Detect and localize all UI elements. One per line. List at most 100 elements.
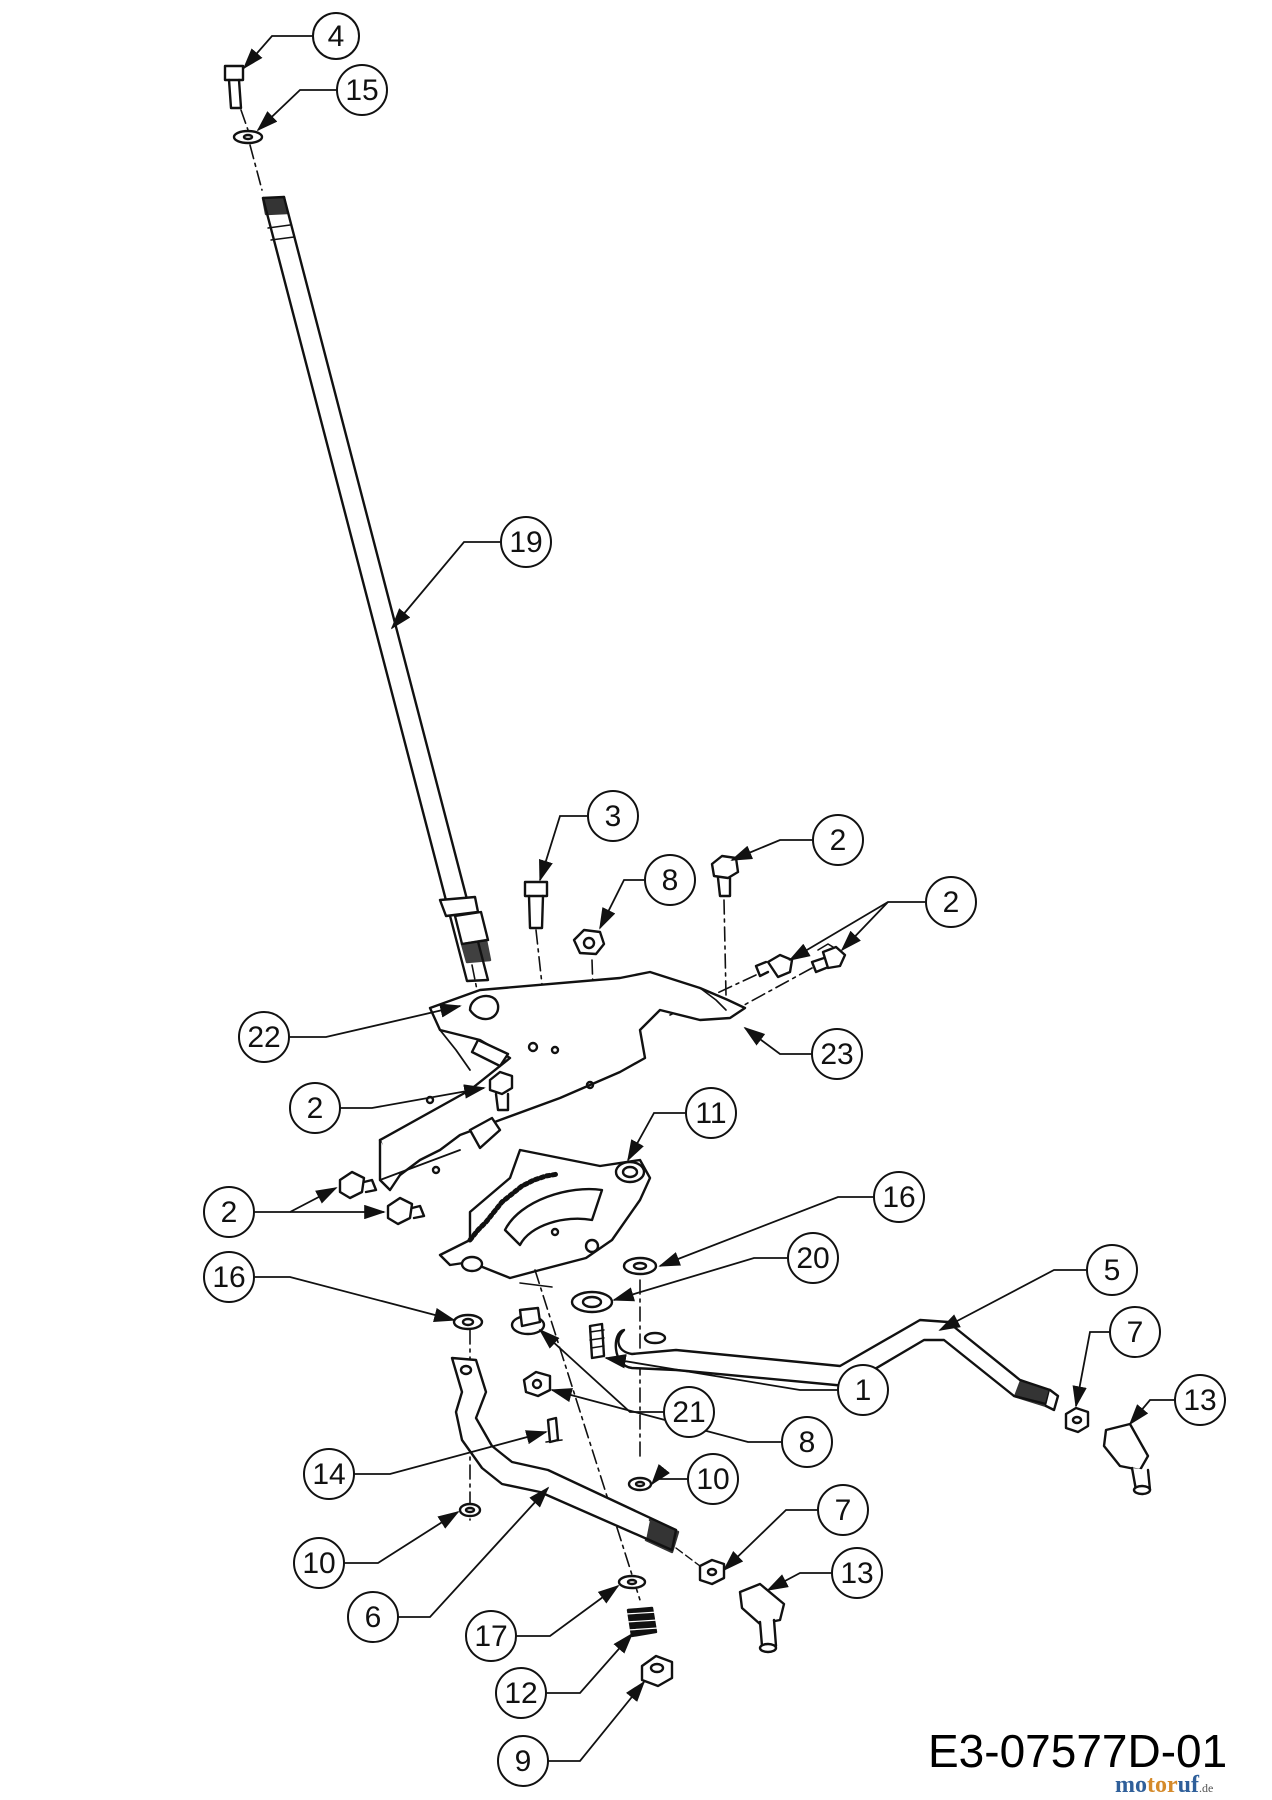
leader-7b: [722, 1509, 818, 1572]
svg-text:13: 13: [1183, 1384, 1216, 1417]
leader-16a: [658, 1196, 874, 1267]
leader-10b: [650, 1464, 688, 1486]
callout-1: 1: [837, 1364, 889, 1416]
part-nut-8-lower: [522, 1370, 552, 1398]
leader-20: [612, 1257, 788, 1302]
svg-text:2: 2: [943, 886, 960, 919]
svg-text:13: 13: [840, 1557, 873, 1590]
callout-9: 9: [497, 1735, 549, 1787]
part-bushing-20: [570, 1290, 614, 1314]
svg-text:5: 5: [1104, 1254, 1121, 1287]
leader-23: [743, 1026, 812, 1055]
svg-text:3: 3: [605, 800, 622, 833]
part-bolt-2-bracket: [488, 1070, 514, 1112]
leader-5: [938, 1269, 1087, 1331]
leader-13a: [1128, 1399, 1176, 1426]
part-steering-shaft-19: [261, 195, 492, 983]
svg-text:10: 10: [696, 1463, 729, 1496]
svg-text:4: 4: [328, 20, 345, 53]
callout-22: 22: [238, 1011, 290, 1063]
part-washer-16-left: [452, 1313, 484, 1331]
part-washer-10-right: [627, 1476, 653, 1492]
callout-13-right: 13: [1174, 1374, 1226, 1426]
svg-text:7: 7: [835, 1494, 852, 1527]
leader-13b: [766, 1572, 832, 1591]
svg-text:12: 12: [504, 1677, 537, 1710]
callout-8-lower: 8: [781, 1416, 833, 1468]
leader-15: [256, 89, 337, 132]
part-bolts-2-left: [338, 1170, 426, 1226]
svg-text:8: 8: [662, 864, 679, 897]
leader-2d-1: [254, 1187, 338, 1213]
part-nut-9: [640, 1654, 674, 1688]
leader-2c: [340, 1084, 486, 1109]
callout-23: 23: [811, 1028, 863, 1080]
callout-17: 17: [465, 1610, 517, 1662]
svg-text:22: 22: [247, 1021, 280, 1054]
callout-16-left: 16: [203, 1251, 255, 1303]
svg-text:7: 7: [1127, 1316, 1144, 1349]
part-bracket-plate-22-23: [378, 970, 747, 1192]
part-nut-7-right: [1064, 1406, 1090, 1434]
part-washer-15: [232, 129, 264, 145]
callout-7-lower: 7: [817, 1484, 869, 1536]
svg-text:1: 1: [855, 1374, 872, 1407]
leader-2b-1: [788, 901, 925, 961]
callout-13-lower: 13: [831, 1547, 883, 1599]
callout-14: 14: [303, 1448, 355, 1500]
leader-3: [539, 815, 587, 882]
svg-text:2: 2: [221, 1196, 238, 1229]
callout-16-right: 16: [873, 1171, 925, 1223]
callout-8-upper: 8: [644, 854, 696, 906]
callout-6: 6: [347, 1591, 399, 1643]
part-drag-link-6: [450, 1356, 680, 1554]
leader-21: [538, 1328, 664, 1413]
drawing-code: E3-07577D-01: [928, 1725, 1228, 1777]
part-bolt-14: [545, 1416, 563, 1444]
svg-text:16: 16: [212, 1261, 245, 1294]
part-drag-link-5: [614, 1318, 1060, 1412]
svg-text:9: 9: [515, 1745, 532, 1778]
callout-4: 4: [312, 12, 360, 60]
part-pinion-12: [625, 1606, 659, 1638]
part-sector-gear-11: [438, 1148, 652, 1288]
callout-11: 11: [685, 1087, 737, 1139]
part-washer-16-right: [622, 1256, 658, 1276]
leader-8a: [599, 879, 644, 930]
leader-4: [242, 35, 313, 70]
leader-9: [548, 1680, 646, 1762]
callout-20: 20: [787, 1232, 839, 1284]
watermark-logo: motoruf.de: [1115, 1772, 1214, 1798]
part-bolt-1: [588, 1322, 606, 1360]
callout-7-right: 7: [1109, 1306, 1161, 1358]
leader-16b: [254, 1276, 456, 1322]
callout-5: 5: [1086, 1244, 1138, 1296]
callout-10-right: 10: [687, 1453, 739, 1505]
part-bolt-4: [223, 64, 245, 110]
callout-2-upper: 2: [812, 814, 864, 866]
svg-text:16: 16: [882, 1181, 915, 1214]
part-nut-7-lower: [698, 1558, 726, 1586]
svg-text:2: 2: [307, 1092, 324, 1125]
svg-text:17: 17: [474, 1620, 507, 1653]
part-bushing-21: [510, 1306, 546, 1336]
svg-text:6: 6: [365, 1601, 382, 1634]
leader-17: [516, 1584, 620, 1637]
leader-14: [354, 1430, 548, 1475]
callout-10-left: 10: [293, 1537, 345, 1589]
svg-text:15: 15: [345, 74, 378, 107]
svg-text:21: 21: [672, 1396, 705, 1429]
leader-6: [398, 1486, 550, 1618]
leader-7a: [1072, 1331, 1110, 1408]
part-ball-joint-13-right: [1102, 1422, 1152, 1496]
leader-1: [604, 1354, 838, 1391]
svg-text:2: 2: [830, 824, 847, 857]
callout-2-right: 2: [925, 876, 977, 928]
svg-text:23: 23: [820, 1038, 853, 1071]
svg-text:20: 20: [796, 1242, 829, 1275]
callout-21: 21: [663, 1386, 715, 1438]
svg-text:19: 19: [509, 526, 542, 559]
callout-2-left: 2: [203, 1186, 255, 1238]
svg-text:14: 14: [312, 1458, 345, 1491]
